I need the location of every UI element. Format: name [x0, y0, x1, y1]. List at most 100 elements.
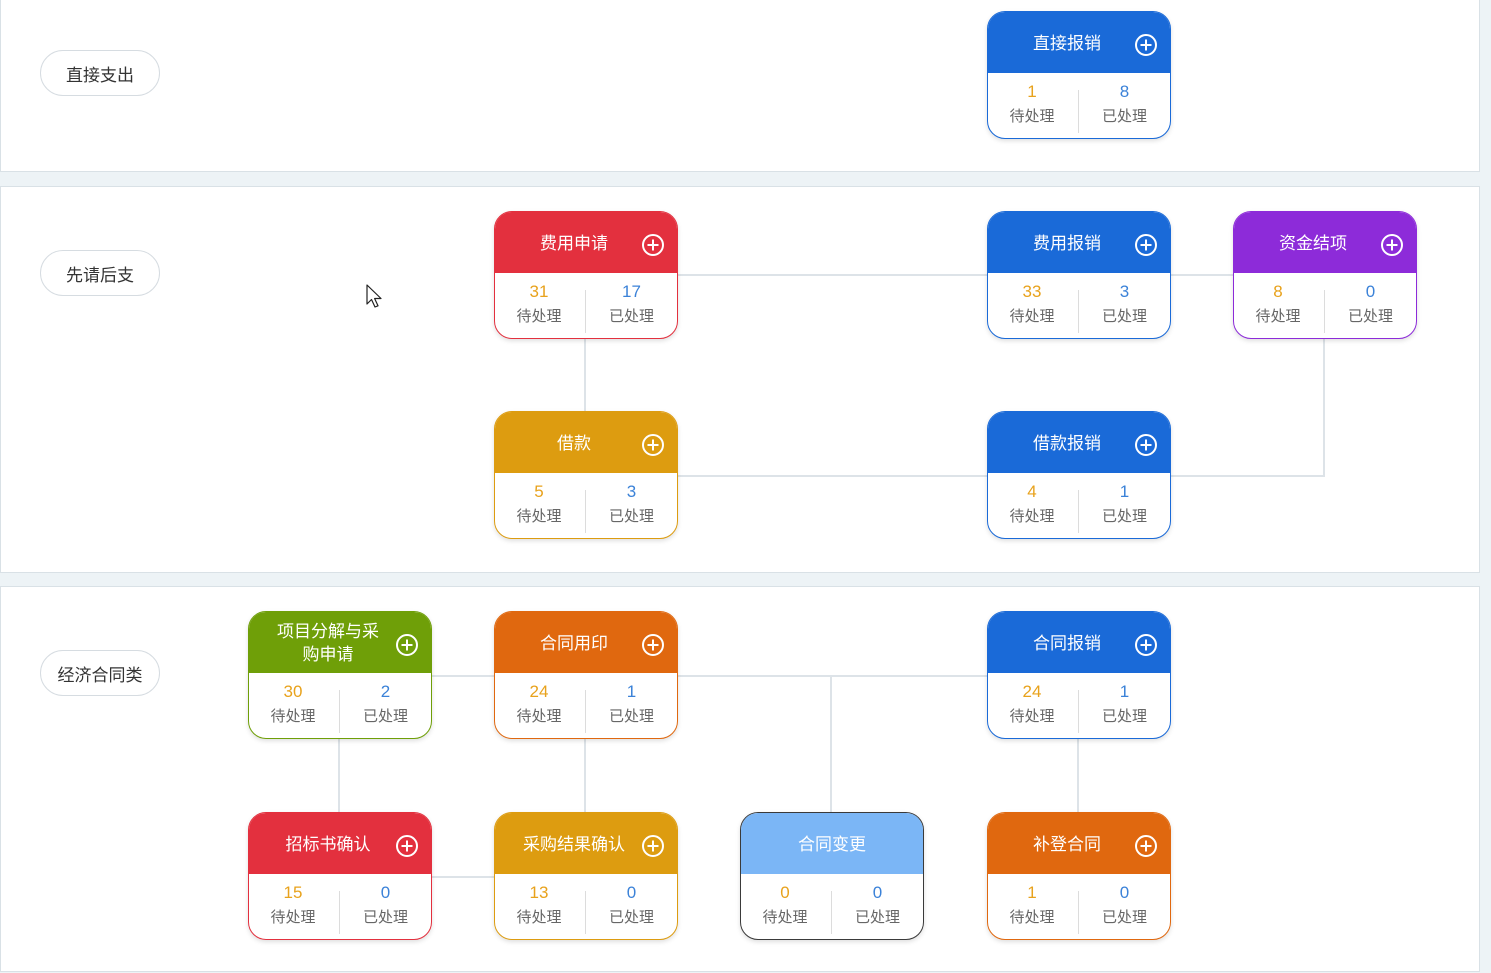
add-circle-icon[interactable]	[641, 433, 665, 457]
processed-stat[interactable]: 8 已处理	[1080, 73, 1169, 136]
card-contract-backfill[interactable]: 补登合同 1 待处理 0 已处理	[987, 812, 1171, 940]
pending-count: 5	[534, 482, 544, 501]
pending-label: 待处理	[1009, 908, 1055, 926]
processed-stat[interactable]: 1 已处理	[1080, 473, 1169, 536]
stat-divider	[1077, 290, 1079, 333]
card-expense-reimbursement[interactable]: 费用报销 33 待处理 3 已处理	[987, 211, 1171, 339]
pending-stat[interactable]: 15 待处理	[249, 874, 337, 937]
processed-label: 已处理	[1101, 307, 1147, 325]
add-circle-icon[interactable]	[1134, 433, 1158, 457]
pending-stat[interactable]: 8 待处理	[1234, 273, 1322, 336]
stat-divider	[338, 891, 340, 934]
card-loan[interactable]: 借款 5 待处理 3 已处理	[494, 411, 678, 539]
pending-stat[interactable]: 24 待处理	[495, 673, 583, 736]
stat-divider	[1323, 290, 1325, 333]
card-contract-seal[interactable]: 合同用印 24 待处理 1 已处理	[494, 611, 678, 739]
pending-stat[interactable]: 1 待处理	[988, 73, 1076, 136]
pending-stat[interactable]: 30 待处理	[249, 673, 337, 736]
card-header[interactable]: 借款报销	[988, 412, 1170, 473]
processed-count: 3	[626, 482, 637, 501]
processed-label: 已处理	[608, 307, 654, 325]
pending-stat[interactable]: 31 待处理	[495, 273, 583, 336]
card-header[interactable]: 招标书确认	[249, 813, 431, 874]
connector-line	[1323, 339, 1325, 477]
pending-stat[interactable]: 13 待处理	[495, 874, 583, 937]
card-header[interactable]: 费用申请	[495, 212, 677, 273]
pending-label: 待处理	[762, 908, 808, 926]
pending-count: 13	[529, 883, 549, 902]
card-title-wrap: 费用申请	[495, 214, 653, 274]
processed-stat[interactable]: 0 已处理	[587, 874, 676, 937]
processed-stat[interactable]: 1 已处理	[1080, 673, 1169, 736]
processed-count: 0	[1119, 883, 1130, 902]
processed-stat[interactable]: 3 已处理	[1080, 273, 1169, 336]
stat-divider	[1077, 90, 1079, 133]
pending-stat[interactable]: 4 待处理	[988, 473, 1076, 536]
pending-stat[interactable]: 24 待处理	[988, 673, 1076, 736]
pending-label: 待处理	[1009, 107, 1055, 125]
processed-stat[interactable]: 0 已处理	[1080, 874, 1169, 937]
processed-label: 已处理	[362, 908, 408, 926]
add-circle-icon[interactable]	[641, 633, 665, 657]
processed-label: 已处理	[1101, 707, 1147, 725]
stat-divider	[1077, 891, 1079, 934]
pending-stat[interactable]: 1 待处理	[988, 874, 1076, 937]
processed-stat[interactable]: 2 已处理	[341, 673, 430, 736]
card-header[interactable]: 直接报销	[988, 12, 1170, 73]
card-contract-change[interactable]: 合同变更 0 待处理 0 已处理	[740, 812, 924, 940]
add-circle-icon[interactable]	[395, 633, 419, 657]
card-header[interactable]: 项目分解与采购申请	[249, 612, 431, 673]
connector-line	[338, 739, 340, 812]
card-header[interactable]: 合同报销	[988, 612, 1170, 673]
card-header[interactable]: 合同变更	[741, 813, 923, 874]
add-circle-icon[interactable]	[1134, 834, 1158, 858]
card-loan-reimbursement[interactable]: 借款报销 4 待处理 1 已处理	[987, 411, 1171, 539]
card-header[interactable]: 补登合同	[988, 813, 1170, 874]
add-circle-icon[interactable]	[641, 233, 665, 257]
add-circle-icon[interactable]	[1134, 33, 1158, 57]
add-circle-icon[interactable]	[1380, 233, 1404, 257]
add-circle-icon[interactable]	[1134, 633, 1158, 657]
pending-label: 待处理	[1255, 307, 1301, 325]
card-expense-application[interactable]: 费用申请 31 待处理 17 已处理	[494, 211, 678, 339]
card-header[interactable]: 费用报销	[988, 212, 1170, 273]
section-panel-direct-expense	[0, 0, 1480, 172]
add-circle-icon[interactable]	[395, 834, 419, 858]
stat-divider	[1077, 690, 1079, 733]
card-tender-confirmation[interactable]: 招标书确认 15 待处理 0 已处理	[248, 812, 432, 940]
card-header[interactable]: 资金结项	[1234, 212, 1416, 273]
card-purchase-result-confirmation[interactable]: 采购结果确认 13 待处理 0 已处理	[494, 812, 678, 940]
processed-stat[interactable]: 0 已处理	[833, 874, 922, 937]
add-circle-icon[interactable]	[1134, 233, 1158, 257]
card-header[interactable]: 借款	[495, 412, 677, 473]
pending-count: 24	[529, 682, 549, 701]
processed-count: 0	[626, 883, 637, 902]
processed-count: 0	[1365, 282, 1376, 301]
add-circle-icon[interactable]	[641, 834, 665, 858]
card-contract-reimbursement[interactable]: 合同报销 24 待处理 1 已处理	[987, 611, 1171, 739]
card-title: 费用申请	[540, 233, 608, 254]
pending-label: 待处理	[270, 908, 316, 926]
card-project-breakdown-purchase-request[interactable]: 项目分解与采购申请 30 待处理 2 已处理	[248, 611, 432, 739]
connector-line	[678, 675, 987, 677]
card-title: 项目分解与采购申请	[277, 622, 379, 665]
stat-divider	[584, 290, 586, 333]
processed-stat[interactable]: 3 已处理	[587, 473, 676, 536]
pending-stat[interactable]: 0 待处理	[741, 874, 829, 937]
processed-stat[interactable]: 0 已处理	[1326, 273, 1415, 336]
connector-line	[584, 739, 586, 812]
pending-stat[interactable]: 33 待处理	[988, 273, 1076, 336]
card-direct-reimbursement[interactable]: 直接报销 1 待处理 8 已处理	[987, 11, 1171, 139]
card-fund-closing[interactable]: 资金结项 8 待处理 0 已处理	[1233, 211, 1417, 339]
pending-label: 待处理	[516, 707, 562, 725]
processed-label: 已处理	[608, 908, 654, 926]
processed-stat[interactable]: 0 已处理	[341, 874, 430, 937]
processed-stat[interactable]: 1 已处理	[587, 673, 676, 736]
card-header[interactable]: 采购结果确认	[495, 813, 677, 874]
connector-line	[830, 675, 832, 812]
pending-label: 待处理	[270, 707, 316, 725]
card-header[interactable]: 合同用印	[495, 612, 677, 673]
pending-stat[interactable]: 5 待处理	[495, 473, 583, 536]
card-title: 合同用印	[540, 633, 608, 654]
processed-stat[interactable]: 17 已处理	[587, 273, 676, 336]
